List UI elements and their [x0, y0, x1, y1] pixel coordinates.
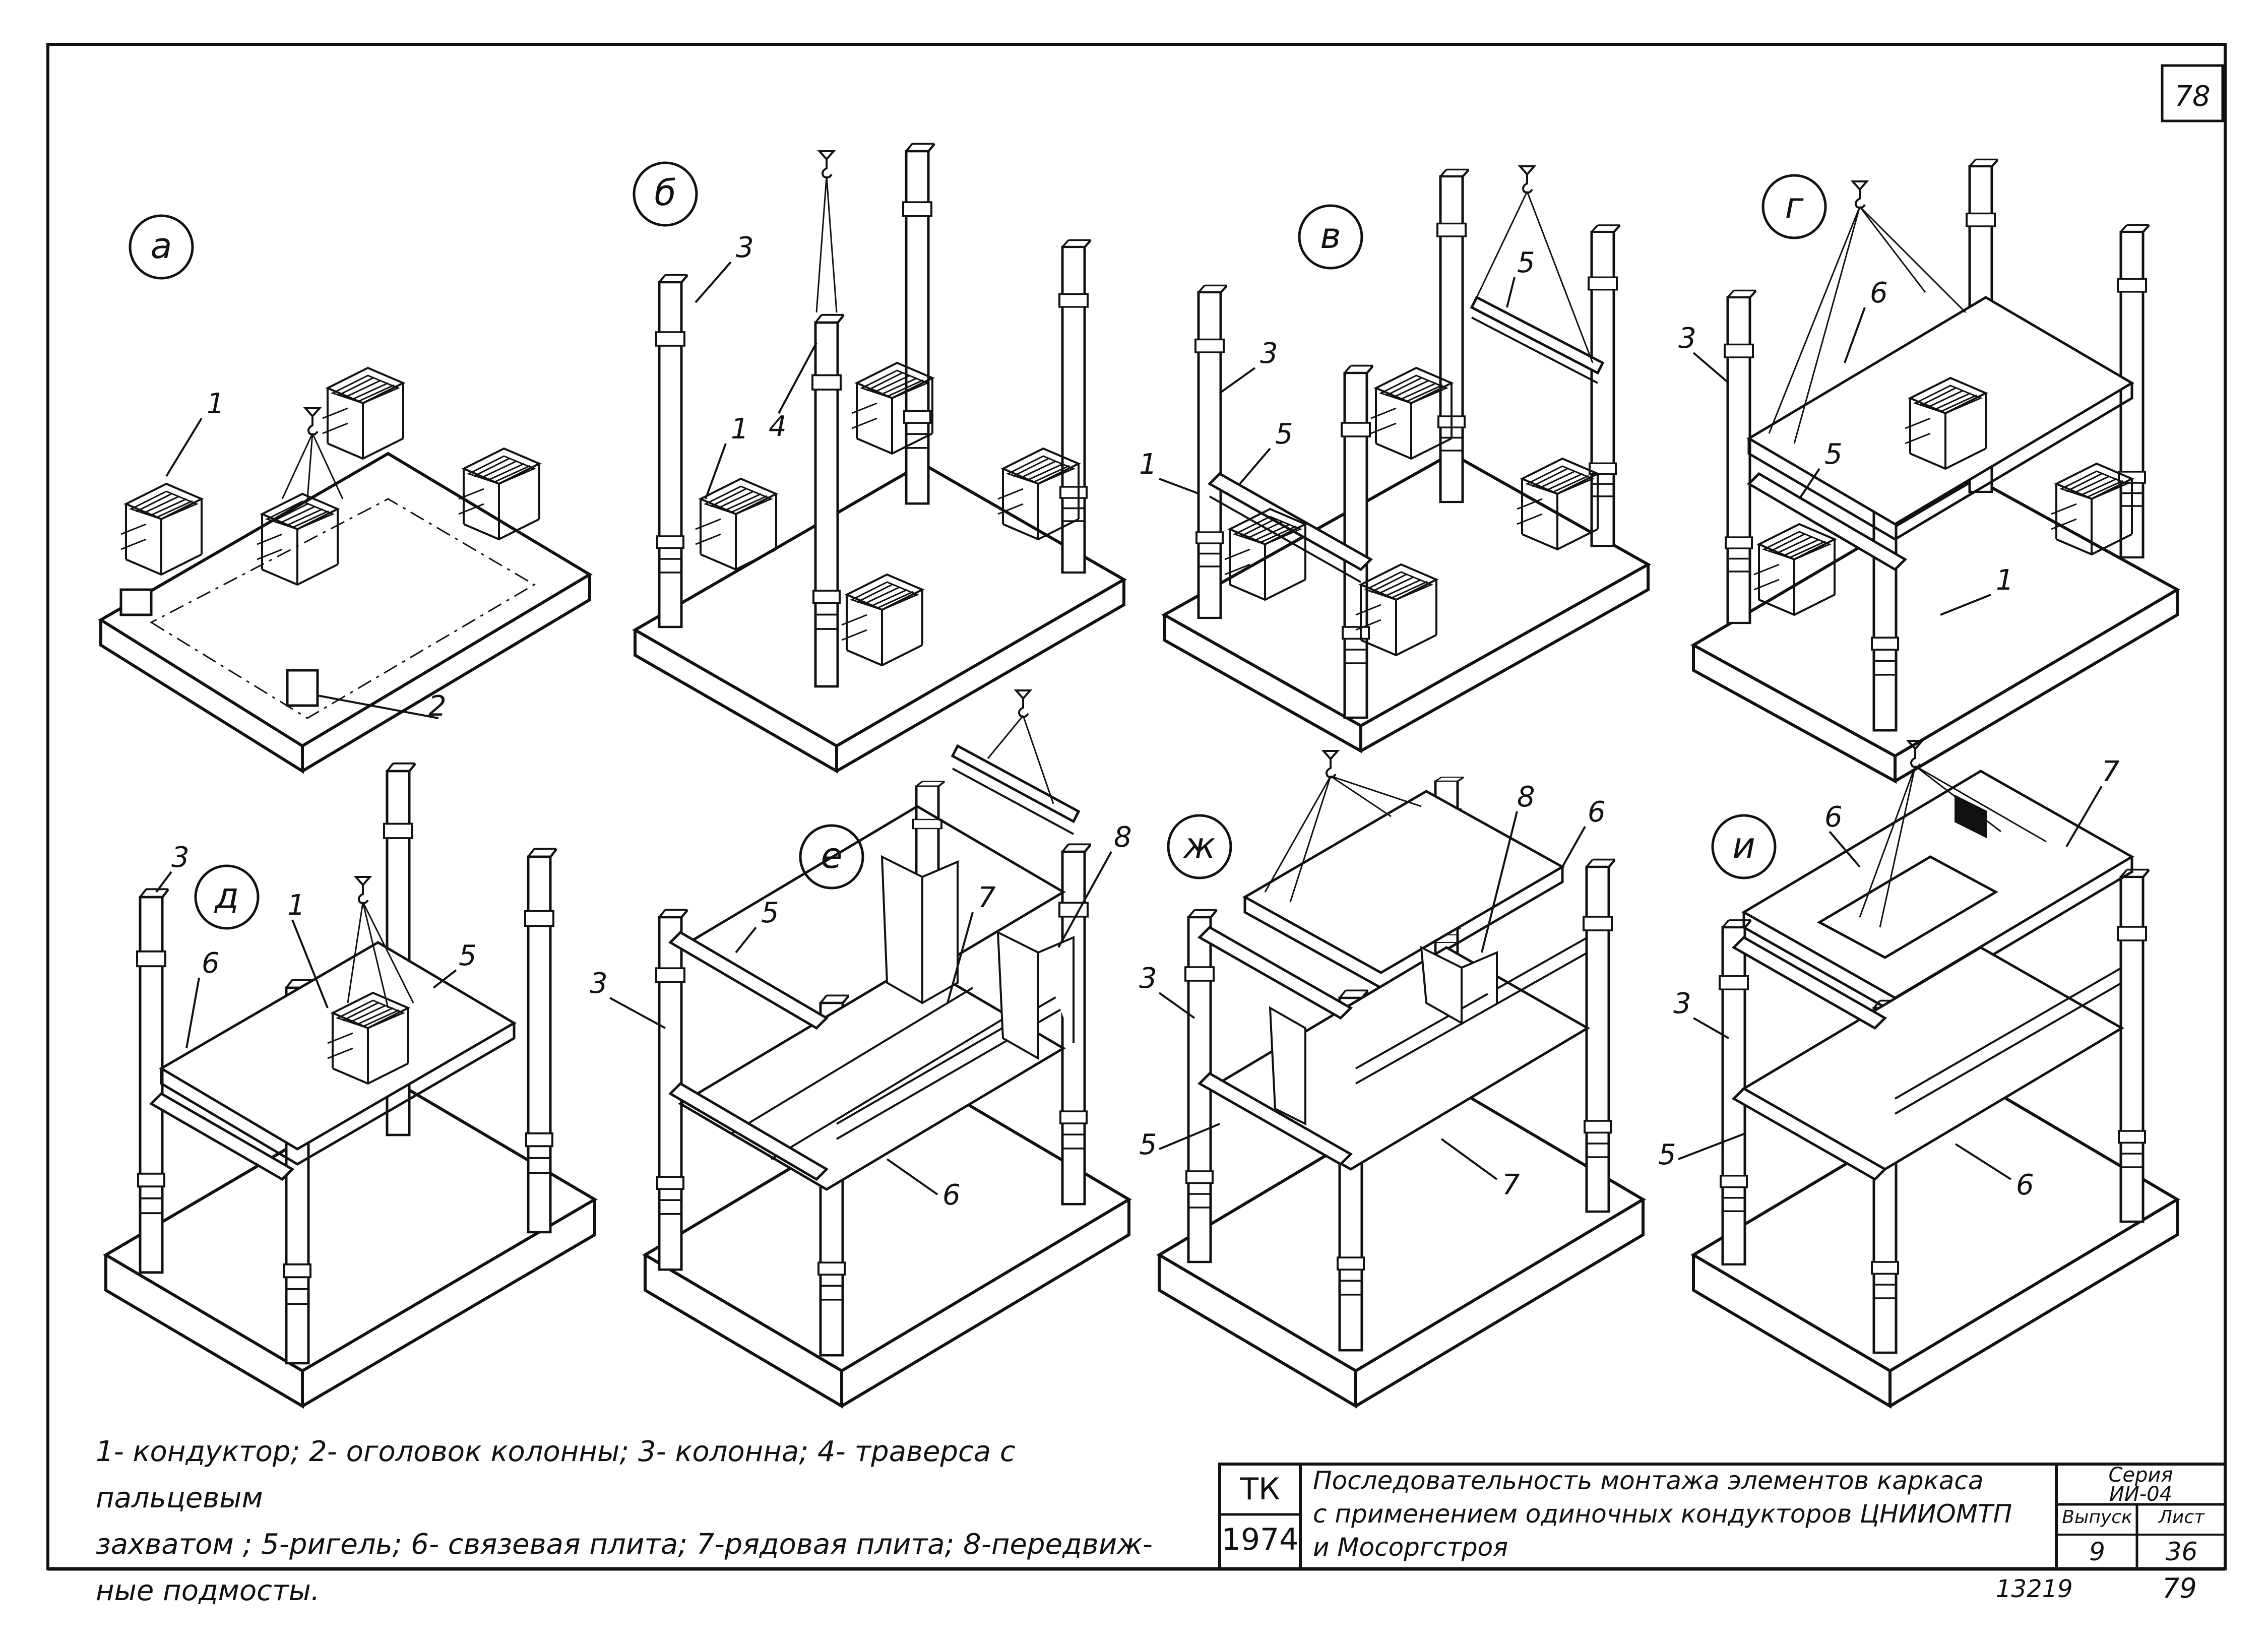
callout-7: 7 [978, 881, 996, 914]
issue-value: 9 [2089, 1537, 2105, 1566]
callout-5: 5 [1658, 1138, 1676, 1171]
callout-8: 8 [1114, 821, 1132, 854]
title-line-2: с применением одиночных кондукторов ЦНИИ… [1313, 1499, 2012, 1529]
figure-d: д 3 1 5 6 [103, 764, 598, 1409]
figure-letter: б [654, 172, 676, 214]
callout-1: 1 [1996, 564, 2014, 597]
figure-g: г 3 6 5 1 [1678, 159, 2181, 784]
sheet-value: 36 [2165, 1537, 2198, 1566]
callout-7: 7 [1502, 1169, 1520, 1201]
callout-5: 5 [761, 897, 779, 929]
figure-letter: д [214, 875, 239, 917]
page-number-box [2161, 64, 2224, 122]
callout-5: 5 [459, 939, 477, 972]
series-label: Серия [2108, 1464, 2173, 1487]
callout-7: 7 [2102, 755, 2120, 788]
callout-5: 5 [1517, 246, 1535, 279]
callout-4: 4 [769, 410, 787, 443]
callout-1: 1 [287, 889, 305, 922]
callout-3: 3 [171, 841, 190, 874]
callout-3: 3 [1673, 987, 1691, 1020]
callout-3: 3 [1260, 337, 1278, 370]
callout-6: 6 [1824, 801, 1843, 834]
figure-letter: в [1320, 215, 1341, 257]
callout-5: 5 [1275, 418, 1293, 451]
callout-1: 1 [1139, 448, 1157, 481]
title-line-3: и Мосоргстроя [1313, 1533, 1508, 1562]
callout-3: 3 [736, 231, 754, 264]
title-block-title: Последовательность монтажа элементов кар… [1313, 1464, 2054, 1564]
callout-8: 8 [1517, 781, 1535, 813]
legend-line-2: захватом ; 5-ригель; 6- связевая плита; … [96, 1528, 1153, 1561]
callout-3: 3 [590, 967, 608, 1000]
page-number-bottom: 79 [2162, 1572, 2197, 1604]
figure-letter: и [1732, 825, 1755, 866]
figure-v: в 3 1 5 5 [1139, 165, 1652, 754]
series-value: ИИ-04 [2109, 1483, 2173, 1506]
title-block-frame [1218, 1463, 2227, 1570]
callout-3: 3 [1139, 962, 1157, 995]
page-number-top: 78 [2174, 80, 2210, 113]
series-cell: Серия ИИ-04 [2056, 1464, 2225, 1506]
legend: 1- кондуктор; 2- оголовок колонны; 3- ко… [96, 1429, 1179, 1614]
figure-b: б 3 1 4 [632, 144, 1127, 774]
callout-6: 6 [1588, 796, 1606, 829]
figure-a: а 1 2 [98, 214, 593, 774]
legend-line-3: ные подмосты. [96, 1574, 320, 1607]
sheet-label: Лист [2158, 1507, 2205, 1528]
figure-letter: е [821, 835, 842, 876]
callout-6: 6 [942, 1179, 961, 1212]
figure-letter: а [151, 225, 172, 267]
figure-letter: г [1785, 185, 1804, 226]
callout-6: 6 [2016, 1169, 2034, 1201]
figure-letter: ж [1182, 825, 1215, 866]
title-block-year: 1974 [1221, 1522, 1299, 1557]
issue-label: Выпуск [2062, 1507, 2132, 1528]
callout-6: 6 [1870, 277, 1888, 309]
callout-3: 3 [1678, 322, 1696, 355]
legend-line-1: 1- кондуктор; 2- оголовок колонны; 3- ко… [96, 1435, 1016, 1514]
figure-label-circle [129, 214, 194, 280]
callout-5: 5 [1824, 438, 1843, 471]
callout-5: 5 [1139, 1128, 1157, 1161]
figure-zh: ж 8 6 3 5 7 [1139, 750, 1646, 1409]
archive-number: 13219 [1996, 1575, 2073, 1603]
callout-1: 1 [731, 413, 749, 446]
callout-6: 6 [202, 947, 220, 980]
callout-1: 1 [207, 388, 225, 420]
figure-e: е 5 3 7 8 6 [590, 689, 1132, 1409]
title-line-1: Последовательность монтажа элементов кар… [1313, 1466, 1984, 1495]
title-block-code: ТК [1240, 1472, 1280, 1507]
figure-i: и 6 7 3 5 6 [1658, 740, 2180, 1409]
